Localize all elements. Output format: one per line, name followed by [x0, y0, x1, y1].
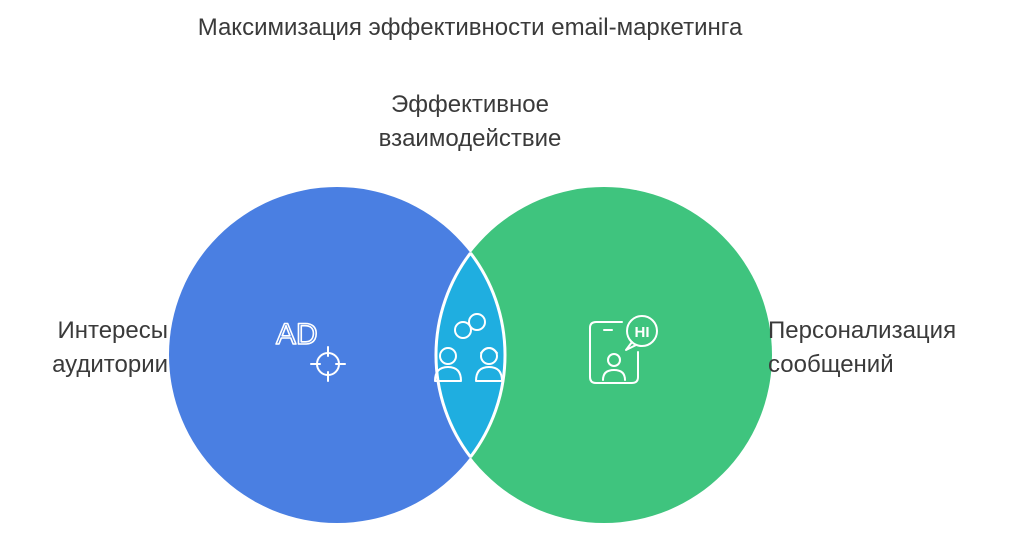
intersection-label-line1: Эффективное [391, 91, 549, 118]
intersection-label: Эффективное взаимодействие [320, 88, 620, 156]
linked-people-icon [434, 313, 503, 382]
left-circle [169, 187, 505, 523]
ad-target-icon: AD [275, 317, 346, 382]
right-set-label-line1: Персонализация [768, 317, 957, 344]
left-circle-outline [434, 252, 472, 458]
hi-text: HI [635, 324, 650, 341]
intersection-label-line2: взаимодействие [378, 125, 562, 152]
right-set-label: Персонализация сообщений [768, 314, 1018, 382]
right-circle [436, 187, 772, 523]
phone-chat-hi-icon: HI [589, 315, 658, 384]
right-circle-outline [469, 252, 507, 458]
left-set-label: Интересы аудитории [0, 314, 168, 382]
left-set-label-line1: Интересы [57, 317, 168, 344]
diagram-title: Максимизация эффективности email-маркети… [197, 14, 743, 41]
ad-text: AD [276, 318, 318, 351]
right-set-label-line2: сообщений [768, 351, 894, 378]
left-set-label-line2: аудитории [52, 351, 168, 378]
